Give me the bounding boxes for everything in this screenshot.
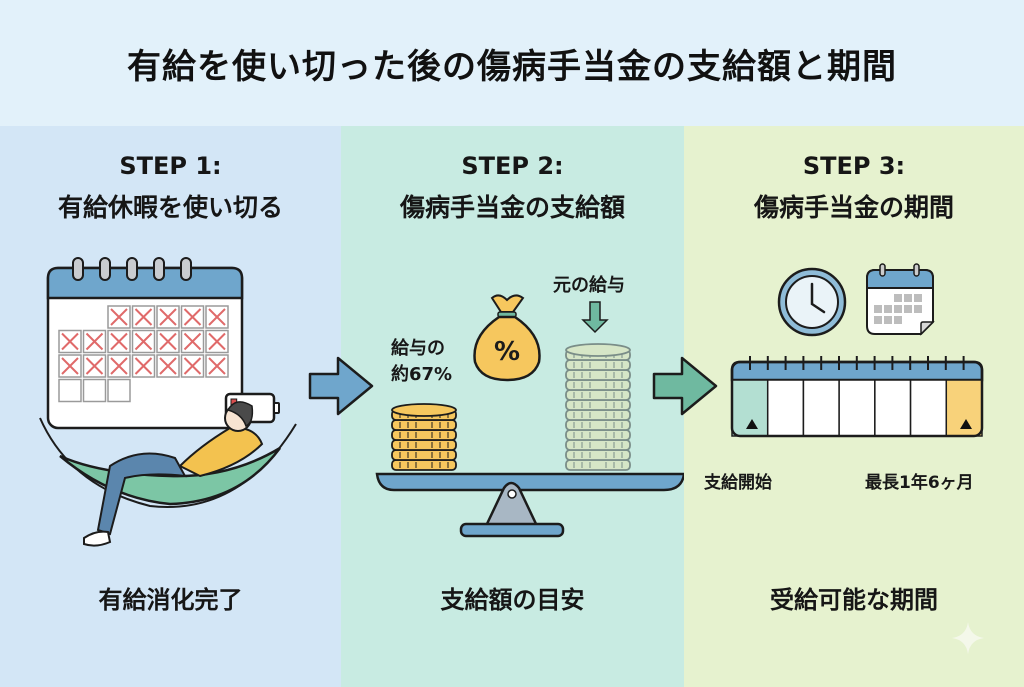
benefit-period-timeline bbox=[730, 356, 984, 438]
coin bbox=[565, 369, 631, 381]
benefit-ratio-label: 給与の 約67% bbox=[391, 336, 452, 388]
step-3-illustration bbox=[730, 263, 984, 438]
money-bag-percent-icon: % bbox=[473, 294, 541, 382]
clock-icon bbox=[777, 267, 847, 337]
used-day-cell bbox=[205, 305, 229, 329]
page-title: 有給を使い切った後の傷病手当金の支給額と期間 bbox=[127, 46, 897, 87]
remaining-day-cell bbox=[82, 378, 107, 403]
used-day-cell bbox=[205, 329, 229, 354]
coin bbox=[565, 449, 631, 461]
coin bbox=[391, 439, 457, 451]
step-1-label: STEP 1: bbox=[119, 152, 222, 180]
timeline-segment bbox=[909, 379, 948, 437]
step-1-illustration bbox=[39, 257, 297, 547]
used-day-cell bbox=[156, 305, 180, 329]
header: 有給を使い切った後の傷病手当金の支給額と期間 bbox=[0, 0, 1024, 126]
coin bbox=[565, 439, 631, 451]
original-salary-label: 元の給与 bbox=[553, 275, 625, 296]
timeline-start-label: 支給開始 bbox=[704, 473, 772, 493]
start-marker-icon bbox=[746, 419, 758, 429]
step-3-panel: STEP 3: 傷病手当金の期間 支給開始 最長1年6ヶ月 受給可能な期間 bbox=[684, 126, 1024, 687]
used-day-cell bbox=[180, 329, 205, 354]
used-day-cell bbox=[107, 305, 131, 329]
coin-top bbox=[565, 343, 631, 357]
percent-symbol: % bbox=[494, 337, 520, 367]
used-day-cell bbox=[156, 354, 180, 378]
coin bbox=[565, 429, 631, 441]
end-marker-icon bbox=[960, 419, 972, 429]
used-day-cell bbox=[131, 305, 156, 329]
remaining-day-cell bbox=[58, 378, 82, 403]
calendar-icon bbox=[866, 263, 935, 336]
used-day-cell bbox=[205, 354, 229, 378]
calendar-day-grid bbox=[58, 305, 229, 403]
timeline-segment bbox=[802, 379, 840, 437]
step-3-label: STEP 3: bbox=[802, 152, 906, 180]
used-day-cell bbox=[131, 354, 156, 378]
coin bbox=[565, 409, 631, 421]
coin bbox=[565, 459, 631, 471]
coin bbox=[391, 449, 457, 461]
step-2-title: 傷病手当金の支給額 bbox=[399, 193, 625, 222]
timeline-segment bbox=[874, 379, 912, 437]
step-1-caption: 有給消化完了 bbox=[98, 586, 243, 614]
step-1-panel: STEP 1: 有給休暇を使い切る bbox=[0, 126, 341, 687]
calendar-icon bbox=[46, 257, 244, 430]
step-1-to-2-arrow-icon bbox=[308, 356, 374, 416]
coin bbox=[565, 419, 631, 431]
used-day-cell bbox=[58, 329, 82, 354]
step-3-caption: 受給可能な期間 bbox=[770, 586, 938, 614]
sparkle-icon bbox=[952, 622, 984, 654]
timeline-segment bbox=[766, 379, 805, 437]
coin bbox=[565, 359, 631, 371]
coin bbox=[565, 379, 631, 391]
benefit-coin-stack bbox=[391, 403, 457, 471]
person-in-hammock-icon bbox=[39, 401, 297, 547]
timeline-border bbox=[730, 360, 984, 438]
used-day-cell bbox=[107, 329, 131, 354]
step-3-title: 傷病手当金の期間 bbox=[753, 193, 954, 222]
used-day-cell bbox=[180, 354, 205, 378]
remaining-day-cell bbox=[107, 378, 131, 403]
step-2-illustration: % bbox=[375, 294, 684, 538]
used-day-cell bbox=[131, 329, 156, 354]
used-day-cell bbox=[107, 354, 131, 378]
coin bbox=[565, 389, 631, 401]
step-2-caption: 支給額の目安 bbox=[440, 586, 585, 614]
original-salary-coin-stack bbox=[565, 343, 631, 471]
down-arrow-icon bbox=[581, 301, 609, 334]
used-day-cell bbox=[82, 354, 107, 378]
coin bbox=[391, 419, 457, 431]
coin bbox=[565, 399, 631, 411]
used-day-cell bbox=[156, 329, 180, 354]
step-1-title: 有給休暇を使い切る bbox=[57, 193, 283, 222]
coin bbox=[391, 429, 457, 441]
step-2-panel: STEP 2: 傷病手当金の支給額 給与の 約67% 元の給与 % 支給額の目安 bbox=[341, 126, 684, 687]
coin bbox=[565, 349, 631, 361]
coin-top bbox=[391, 403, 457, 417]
step-2-label: STEP 2: bbox=[461, 152, 564, 180]
coin bbox=[391, 459, 457, 471]
timeline-end-label: 最長1年6ヶ月 bbox=[865, 473, 974, 493]
used-day-cell bbox=[58, 354, 82, 378]
benefit-label-line1: 給与の bbox=[391, 338, 445, 359]
balance-scale-icon bbox=[375, 472, 684, 538]
used-day-cell bbox=[180, 305, 205, 329]
step-2-to-3-arrow-icon bbox=[652, 356, 718, 416]
timeline-segment bbox=[838, 379, 876, 437]
benefit-label-line2: 約67% bbox=[391, 364, 453, 385]
used-day-cell bbox=[82, 329, 107, 354]
